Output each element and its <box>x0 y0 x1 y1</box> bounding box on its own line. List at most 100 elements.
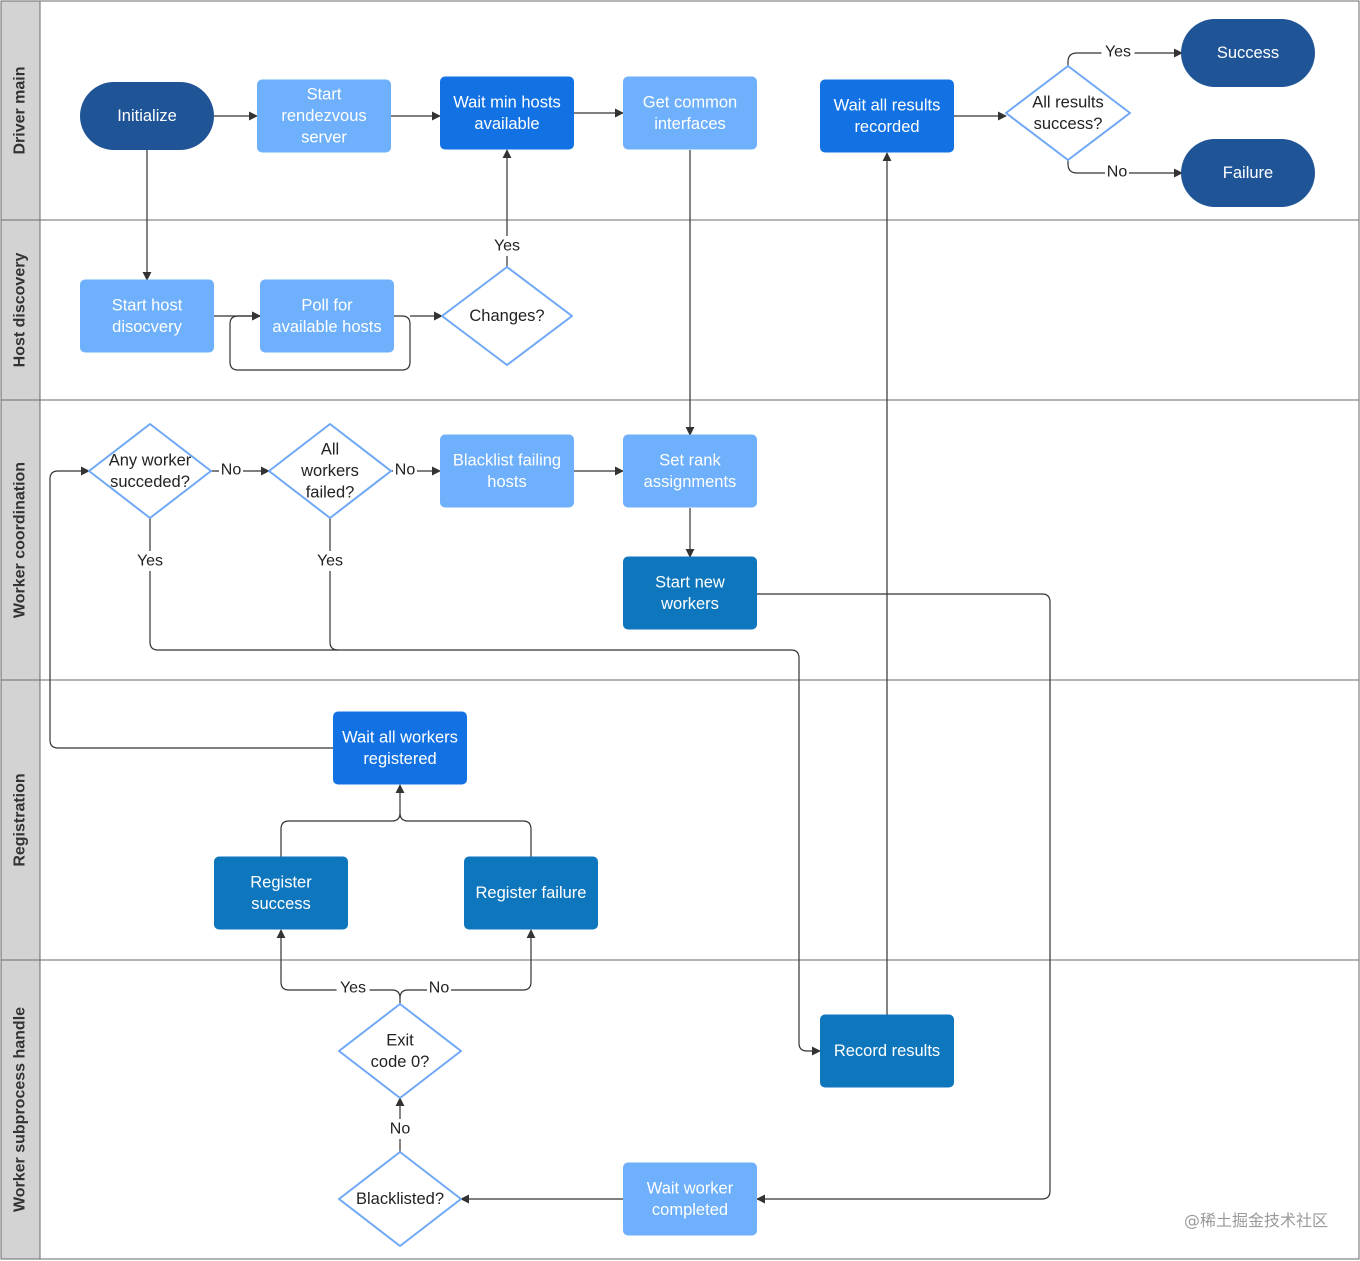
edge-label-bg <box>219 460 243 480</box>
node-label-line: Changes? <box>469 307 544 325</box>
node-label-line: interfaces <box>654 115 726 133</box>
node-label-line: assignments <box>644 473 737 491</box>
decision-diamond <box>338 1003 462 1099</box>
connector-start-workers-to-wait <box>756 593 1051 1204</box>
node-label-line: Wait all results <box>834 96 941 114</box>
edge-label-exit-code-no: No <box>427 978 451 998</box>
process-box <box>440 434 574 508</box>
node-get-common-interfaces: Get common interfaces <box>623 76 757 150</box>
lane-title: Worker subprocess handle <box>12 1007 29 1212</box>
edge-label-bg <box>1105 162 1129 182</box>
edge-label-bg <box>388 1119 412 1139</box>
node-label-line: Get common <box>643 93 737 111</box>
lane-title: Worker coordination <box>12 462 29 618</box>
lane-title: Registration <box>12 773 29 866</box>
process-box <box>214 856 348 930</box>
edge-label-text: No <box>395 462 416 479</box>
connector-decision-to-failure <box>1067 160 1183 178</box>
edge-label-text: No <box>390 1121 411 1138</box>
node-set-rank: Set rank assignments <box>623 434 757 508</box>
node-success: Success <box>1181 19 1315 87</box>
process-box <box>623 556 757 630</box>
edge-label-text: No <box>429 980 450 997</box>
decision-diamond <box>268 423 392 519</box>
edge-label-bg <box>1101 42 1135 62</box>
edge-label-all-results-yes: Yes <box>1101 42 1135 62</box>
node-blacklisted: Blacklisted? <box>338 1151 462 1247</box>
decision-diamond <box>88 423 212 519</box>
process-box <box>260 279 394 353</box>
edge-label-bg <box>133 551 167 571</box>
node-label-line: Poll for <box>301 296 353 314</box>
node-label-line: Initialize <box>117 107 177 125</box>
node-label-line: Set rank <box>659 451 721 469</box>
edge-label-changes-yes: Yes <box>490 236 524 256</box>
node-label-line: Register <box>250 873 312 891</box>
decision-diamond <box>338 1151 462 1247</box>
node-label-line: code 0? <box>371 1053 430 1071</box>
edge-label-bg <box>336 978 370 998</box>
process-box <box>820 79 954 153</box>
connector-all-failed-yes <box>329 518 339 651</box>
process-box <box>623 76 757 150</box>
node-label-line: registered <box>363 750 436 768</box>
node-label-line: available <box>474 115 539 133</box>
node-label-line: succeded? <box>110 473 190 491</box>
process-box <box>333 711 467 785</box>
edge-label-all-failed-no: No <box>393 460 417 480</box>
watermark: @稀土掘金技术社区 <box>1184 1211 1328 1230</box>
connector-poll-loop <box>229 311 411 371</box>
node-label-line: Wait min hosts <box>453 93 561 111</box>
edge-label-blacklisted-no: No <box>388 1119 412 1139</box>
node-record-results: Record results <box>820 1014 954 1088</box>
lane-title: Host discovery <box>12 253 29 368</box>
edge-label-text: Yes <box>137 553 163 570</box>
edge-label-text: Yes <box>317 553 343 570</box>
lane-discovery: Host discovery <box>0 219 1360 401</box>
node-label-line: Success <box>1217 44 1279 62</box>
node-label-line: Failure <box>1223 164 1273 182</box>
edge-label-all-failed-yes: Yes <box>313 551 347 571</box>
connector-decision-to-success <box>1067 48 1183 66</box>
process-box <box>464 856 598 930</box>
node-label-line: Start host <box>112 296 183 314</box>
node-label-line: Wait all workers <box>342 728 458 746</box>
edge-label-all-results-no: No <box>1105 162 1129 182</box>
process-box <box>80 279 214 353</box>
node-register-success: Register success <box>214 856 348 930</box>
node-label-line: workers <box>300 462 359 480</box>
process-box <box>257 79 391 153</box>
node-label-line: Start <box>307 86 342 104</box>
edge-label-text: No <box>1107 164 1128 181</box>
node-label-line: Register failure <box>476 884 587 902</box>
edge-label-bg <box>393 460 417 480</box>
edge-label-bg <box>427 978 451 998</box>
node-label-line: workers <box>660 595 719 613</box>
lane-header <box>0 679 41 961</box>
node-register-failure: Register failure <box>464 856 598 930</box>
terminal-shape <box>80 82 214 150</box>
lane-header <box>0 0 41 221</box>
node-changes: Changes? <box>441 266 573 366</box>
node-wait-all-registered: Wait all workers registered <box>333 711 467 785</box>
node-label-line: Record results <box>834 1042 940 1060</box>
node-wait-min-hosts: Wait min hosts available <box>440 76 574 150</box>
connector-registered-to-any <box>49 466 333 749</box>
node-label-line: All results <box>1032 93 1104 111</box>
node-label-line: success <box>251 895 311 913</box>
process-box <box>820 1014 954 1088</box>
lane-body <box>1 680 1359 960</box>
edge-label-any-succeeded-no: No <box>219 460 243 480</box>
node-label-line: Blacklisted? <box>356 1190 444 1208</box>
lane-registration: Registration <box>0 679 1360 961</box>
